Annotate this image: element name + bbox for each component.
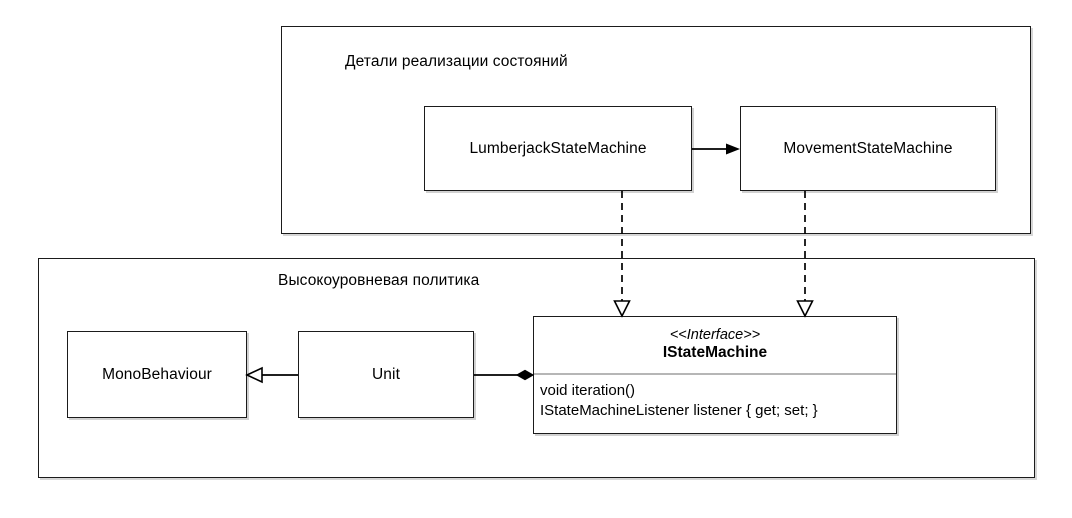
package-high-level-policy-title: Высокоуровневая политика xyxy=(278,272,480,289)
class-box-unit-label: Unit xyxy=(372,365,400,383)
interface-member-iteration: void iteration() xyxy=(540,382,636,399)
interface-header: <<Interface>> IStateMachine xyxy=(534,317,896,375)
class-box-monobehaviour[interactable]: MonoBehaviour xyxy=(67,331,247,418)
class-box-lumberjack-state-machine-label: LumberjackStateMachine xyxy=(469,139,647,157)
class-box-monobehaviour-label: MonoBehaviour xyxy=(102,365,212,383)
class-box-unit[interactable]: Unit xyxy=(298,331,474,418)
interface-member-listener: IStateMachineListener listener { get; se… xyxy=(540,401,818,419)
interface-stereotype-label: <<Interface>> xyxy=(669,327,761,344)
interface-name-label: IStateMachine xyxy=(662,344,768,362)
interface-box-istatemachine[interactable]: <<Interface>> IStateMachine void iterati… xyxy=(533,316,897,434)
class-box-movement-state-machine[interactable]: MovementStateMachine xyxy=(740,106,996,191)
package-implementation-details-title: Детали реализации состояний xyxy=(345,53,568,70)
interface-members: void iteration() IStateMachineListener l… xyxy=(534,375,896,433)
class-box-movement-state-machine-label: MovementStateMachine xyxy=(783,139,953,157)
class-box-lumberjack-state-machine[interactable]: LumberjackStateMachine xyxy=(424,106,692,191)
